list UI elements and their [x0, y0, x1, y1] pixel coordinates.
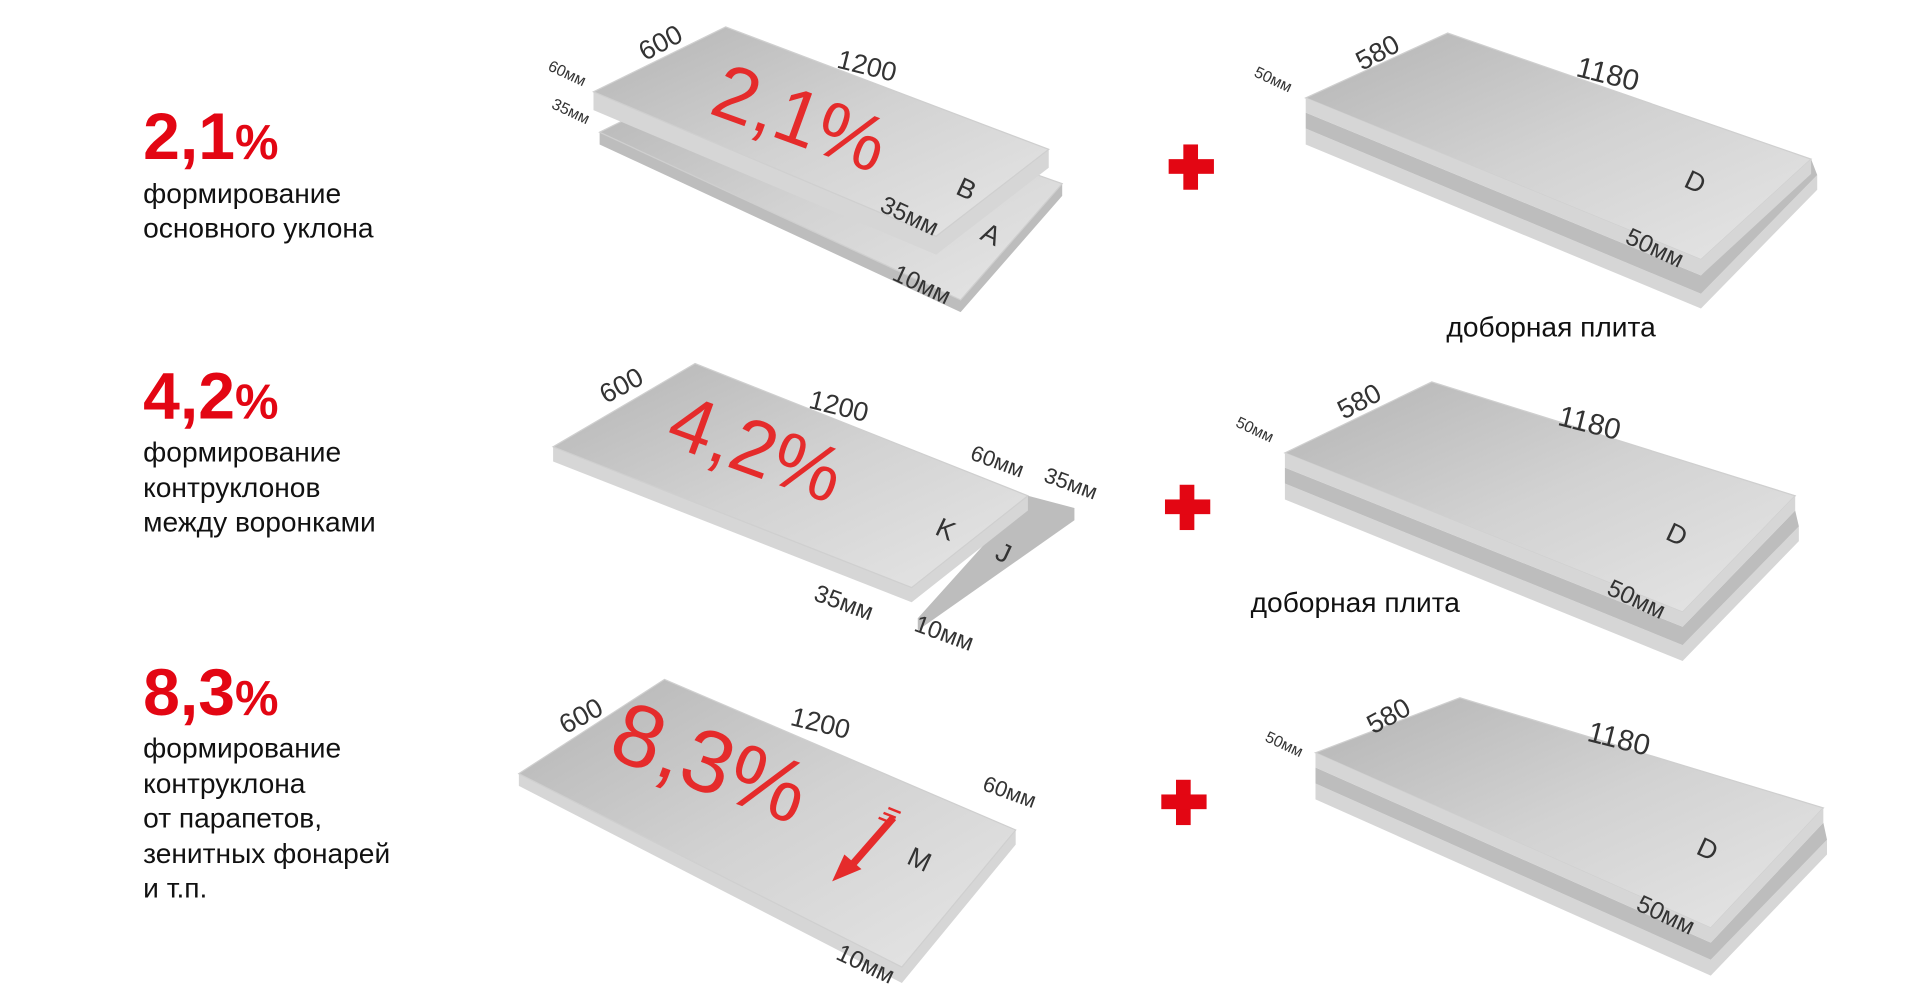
dim-thickness: 50мм — [1233, 414, 1276, 446]
description-line: формирование — [143, 733, 341, 764]
description-line: контруклонов — [143, 472, 320, 503]
dim-thickness: 35мм — [1041, 462, 1101, 504]
plus-icon — [1164, 484, 1211, 531]
description-line: от парапетов, — [143, 803, 322, 834]
dim-thickness: 35мм — [810, 580, 876, 626]
description-line: основного уклона — [143, 212, 374, 243]
description-line: между воронками — [143, 506, 376, 537]
plus-icon — [1168, 144, 1214, 190]
extra-plate-caption: доборная плита — [1446, 312, 1656, 343]
description-line: контруклона — [143, 768, 306, 799]
dim-thickness: 60мм — [980, 771, 1040, 813]
plus-icon — [1161, 779, 1207, 826]
slope-arrow-icon — [832, 806, 902, 882]
extra-plate-row-2: 580 1180 50мм D 50мм доборная плита — [1233, 378, 1799, 662]
plate-set-8-3: 8,3% 600 1200 60мм M 10мм — [517, 678, 1040, 990]
percent-value: 2,1% — [143, 100, 278, 174]
dim-thickness: 10мм — [911, 611, 977, 657]
row-3-text: 8,3% формирование контруклона от парапет… — [143, 656, 390, 903]
description-line: формирование — [143, 178, 341, 209]
percent-value: 4,2% — [143, 360, 278, 434]
extra-plate-row-3: 580 1180 50мм D 50мм — [1262, 692, 1828, 976]
row-2-text: 4,2% формирование контруклонов между вор… — [143, 360, 376, 538]
dim-thickness: 50мм — [1251, 64, 1294, 96]
plate-set-4-2: 4,2% 600 1200 60мм 35мм K J 35мм 10мм — [551, 362, 1101, 657]
row-1-text: 2,1% формирование основного уклона — [143, 100, 374, 243]
extra-plate-row-1: 580 1180 50мм D 50мм доборная плита — [1251, 29, 1818, 343]
dim-thickness: 60мм — [545, 58, 588, 90]
extra-plate-caption: доборная плита — [1251, 587, 1461, 618]
description-line: формирование — [143, 436, 341, 467]
dim-thickness: 35мм — [549, 96, 592, 128]
description-line: зенитных фонарей — [143, 838, 390, 869]
description-line: и т.п. — [143, 872, 207, 903]
percent-value: 8,3% — [143, 656, 278, 730]
plate-set-2-1: 2,1% 600 1200 60мм 35мм B A 35мм 10мм — [545, 19, 1064, 313]
dim-thickness: 50мм — [1262, 729, 1305, 761]
